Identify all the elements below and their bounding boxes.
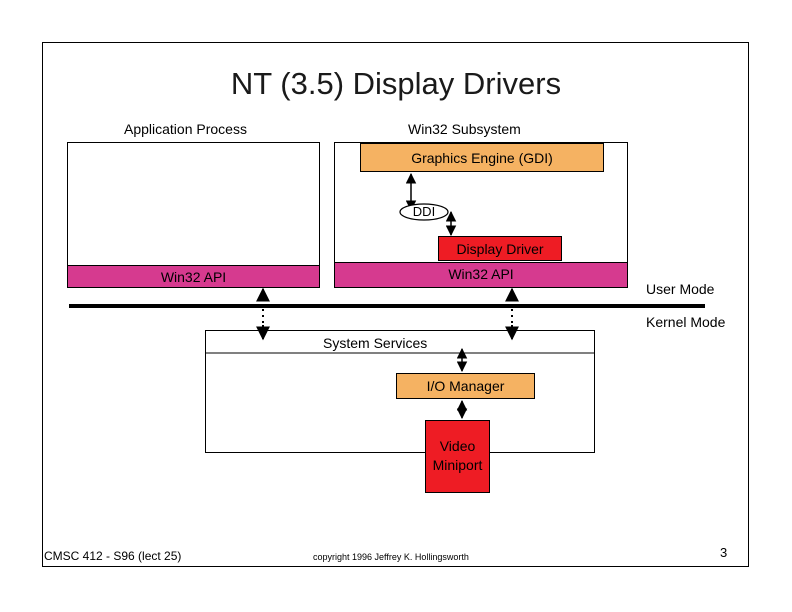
ddi-label: DDI xyxy=(412,204,436,219)
copyright-footer: copyright 1996 Jeffrey K. Hollingsworth xyxy=(313,552,469,562)
graphics-engine-box: Graphics Engine (GDI) xyxy=(360,143,604,172)
subsystem-win32-api-bar: Win32 API xyxy=(334,262,628,288)
user-mode-label: User Mode xyxy=(646,281,715,297)
course-footer: CMSC 412 - S96 (lect 25) xyxy=(44,549,182,563)
win32-subsystem-label: Win32 Subsystem xyxy=(408,121,521,137)
io-manager-box: I/O Manager xyxy=(396,373,535,399)
app-process-label: Application Process xyxy=(124,121,247,137)
app-win32-api-bar: Win32 API xyxy=(67,265,320,288)
mode-boundary-line xyxy=(69,304,705,308)
page-number: 3 xyxy=(720,545,728,560)
slide-frame xyxy=(42,42,749,567)
app-process-box xyxy=(67,142,320,288)
video-miniport-label-line2: Miniport xyxy=(432,457,483,473)
video-miniport-box: Video Miniport xyxy=(425,420,490,493)
video-miniport-label-line1: Video xyxy=(439,438,476,454)
kernel-mode-label: Kernel Mode xyxy=(646,314,726,330)
slide-title: NT (3.5) Display Drivers xyxy=(230,66,562,101)
system-services-label: System Services xyxy=(323,335,428,351)
display-driver-box: Display Driver xyxy=(438,236,562,261)
